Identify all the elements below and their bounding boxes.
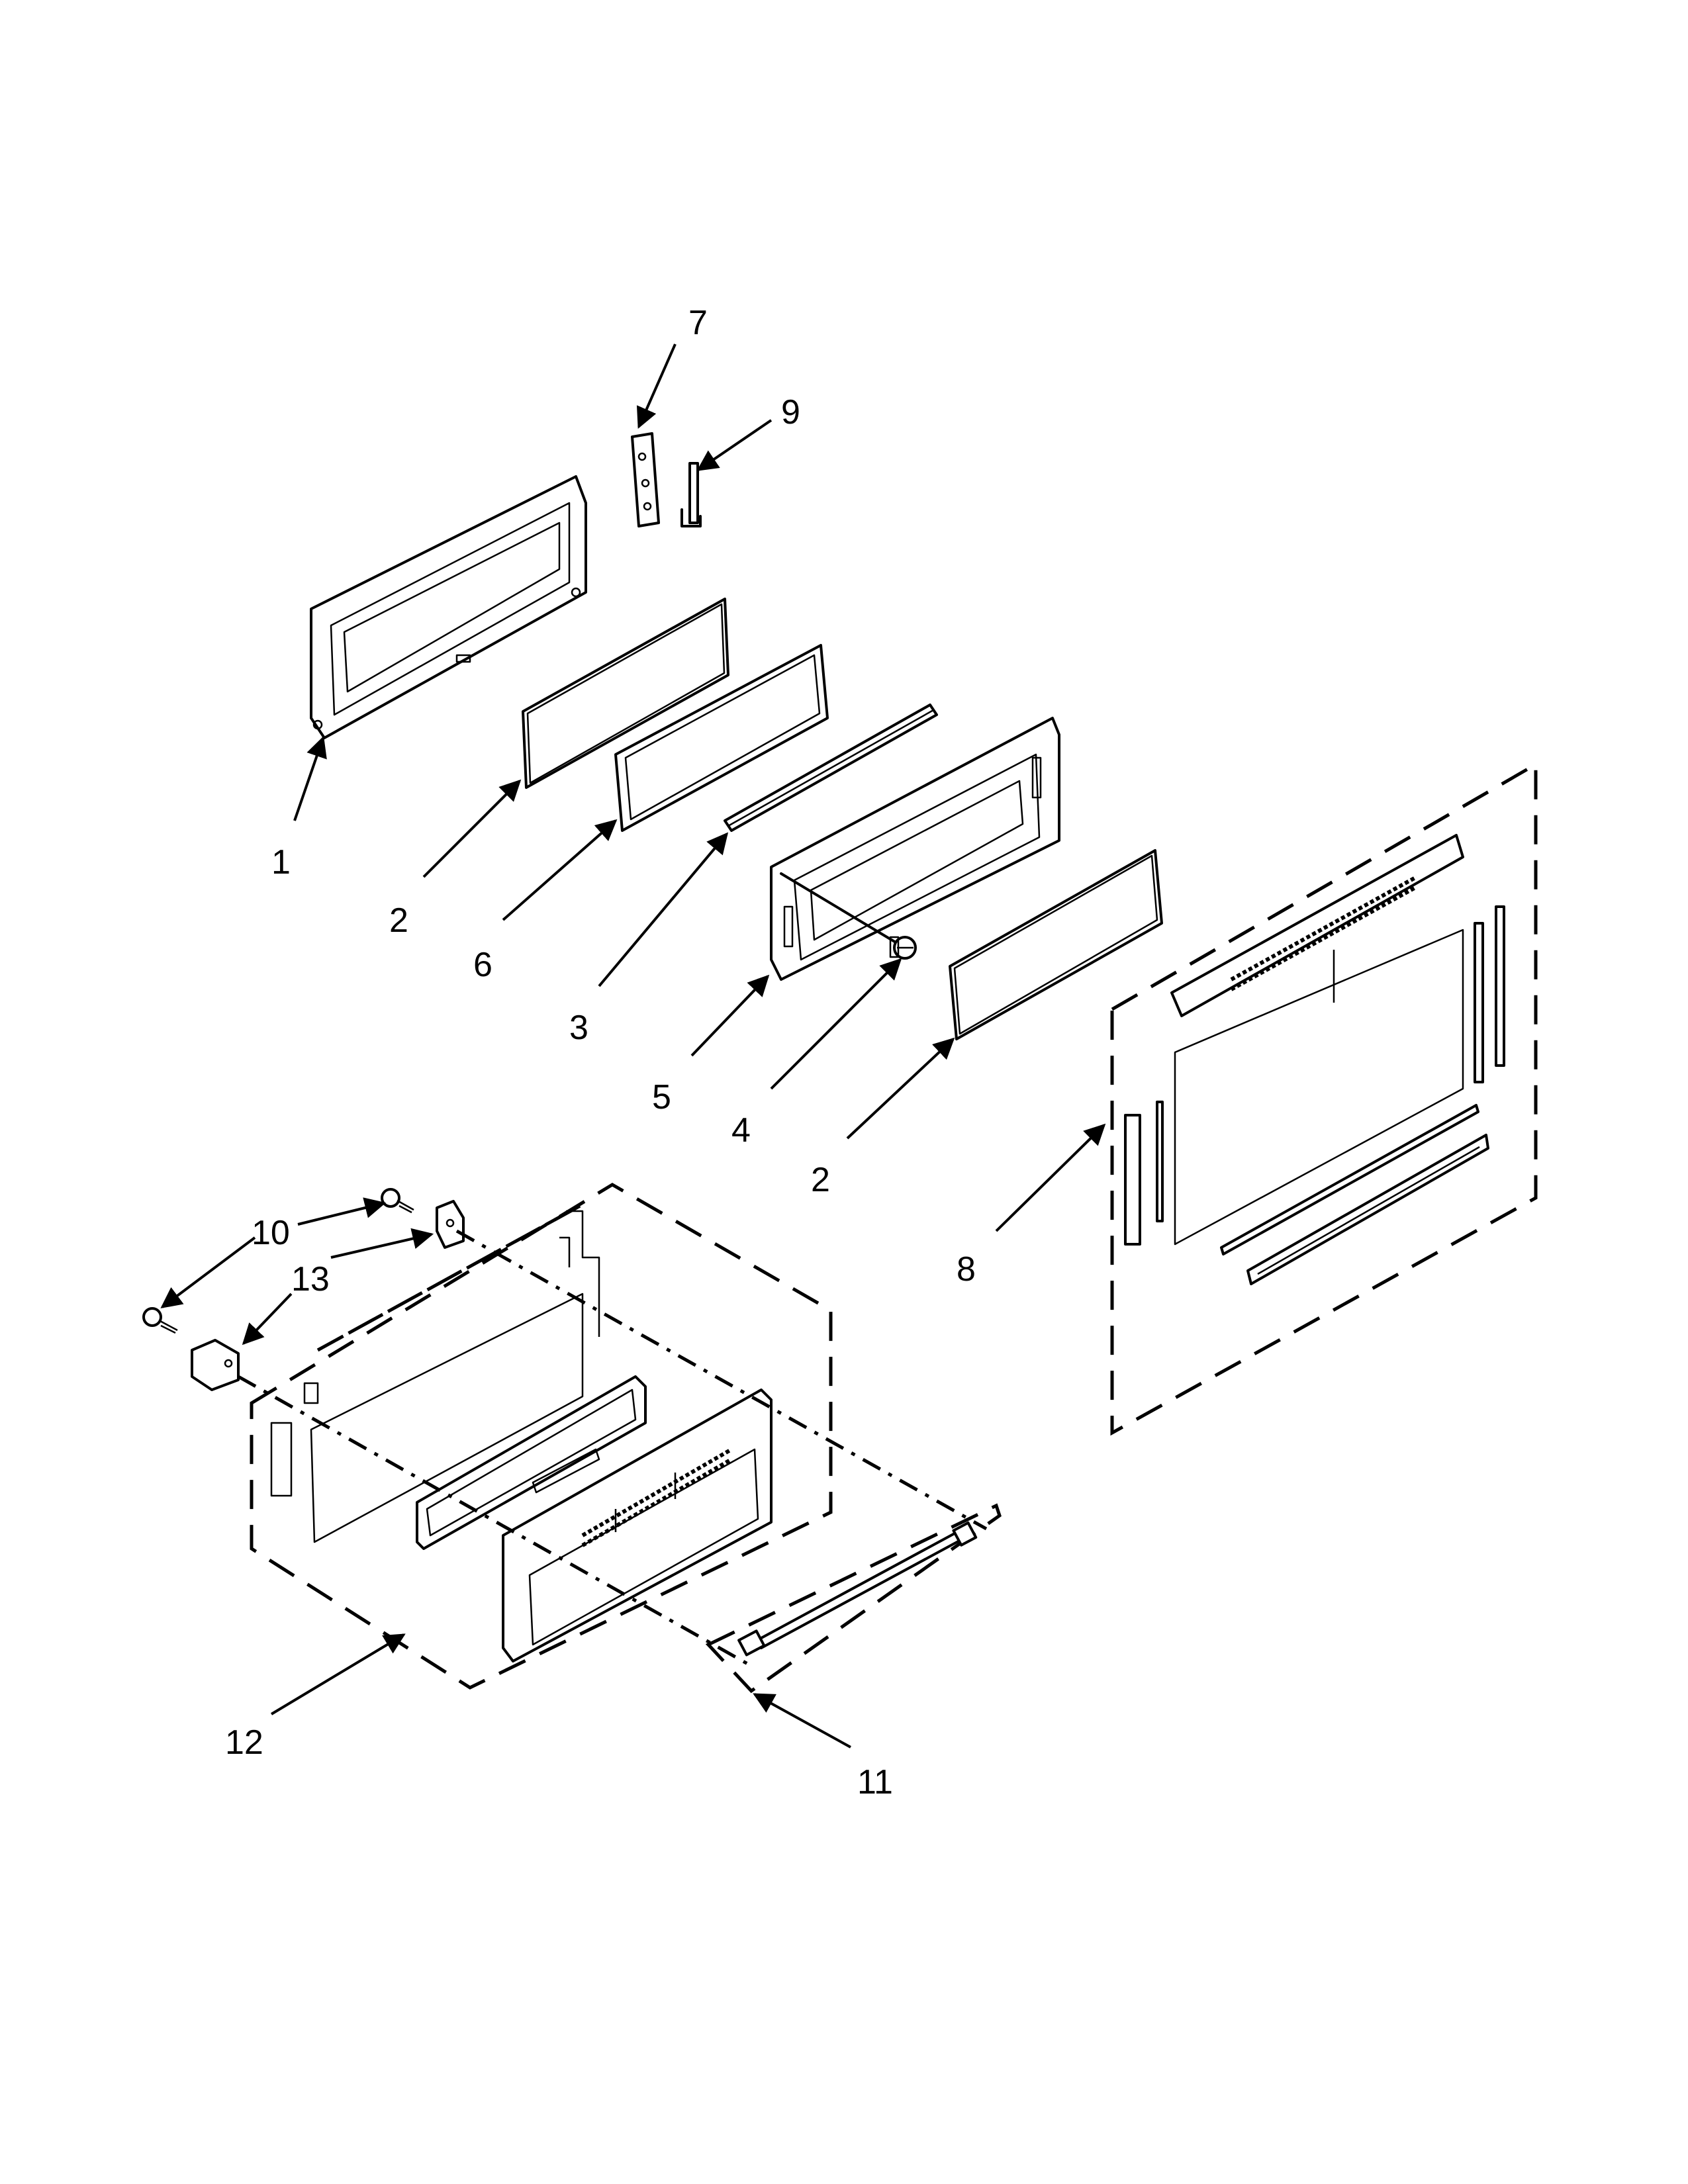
part-7-hinge-bracket <box>631 432 660 527</box>
callout-2-lower: 2 <box>811 1161 830 1199</box>
drawer-gasket <box>416 1375 647 1550</box>
callout-8: 8 <box>957 1250 976 1289</box>
callout-2-upper: 2 <box>389 901 408 940</box>
part-4-screw <box>889 936 917 960</box>
part-10-screw-lower <box>142 1307 178 1334</box>
callout-4: 4 <box>731 1111 751 1150</box>
callout-9: 9 <box>781 393 800 432</box>
drawer-back-glass <box>270 1210 600 1543</box>
part-8-outer-door-kit <box>1110 761 1538 1436</box>
callout-13: 13 <box>291 1260 330 1298</box>
callout-12: 12 <box>225 1723 263 1762</box>
callout-11: 11 <box>857 1763 893 1801</box>
callout-3: 3 <box>569 1009 588 1047</box>
leader-arrows <box>160 343 1106 1749</box>
part-2-glass-upper <box>522 598 729 789</box>
part-9-hinge-latch <box>680 462 702 527</box>
part-13-bracket-lower <box>191 1339 240 1391</box>
part-10-screw-upper <box>381 1188 414 1214</box>
part-6-glass-gasket <box>614 644 829 832</box>
part-5-outer-door-frame <box>770 717 1060 981</box>
part-11-drawer-handle <box>705 1503 1002 1694</box>
part-1-inner-door-liner <box>310 475 587 739</box>
part-3-vent-channel <box>724 704 938 832</box>
callout-7: 7 <box>688 304 708 342</box>
callout-10: 10 <box>252 1214 290 1252</box>
part-13-bracket-upper <box>436 1200 465 1249</box>
callout-5: 5 <box>652 1078 671 1116</box>
part-12-drawer-panel-kit <box>250 1183 833 1690</box>
drawer-front-panel <box>502 1388 773 1662</box>
callout-6: 6 <box>473 946 492 984</box>
part-2-glass-lower <box>949 849 1163 1040</box>
alignment-lines <box>237 1229 988 1670</box>
callout-1: 1 <box>271 843 291 882</box>
